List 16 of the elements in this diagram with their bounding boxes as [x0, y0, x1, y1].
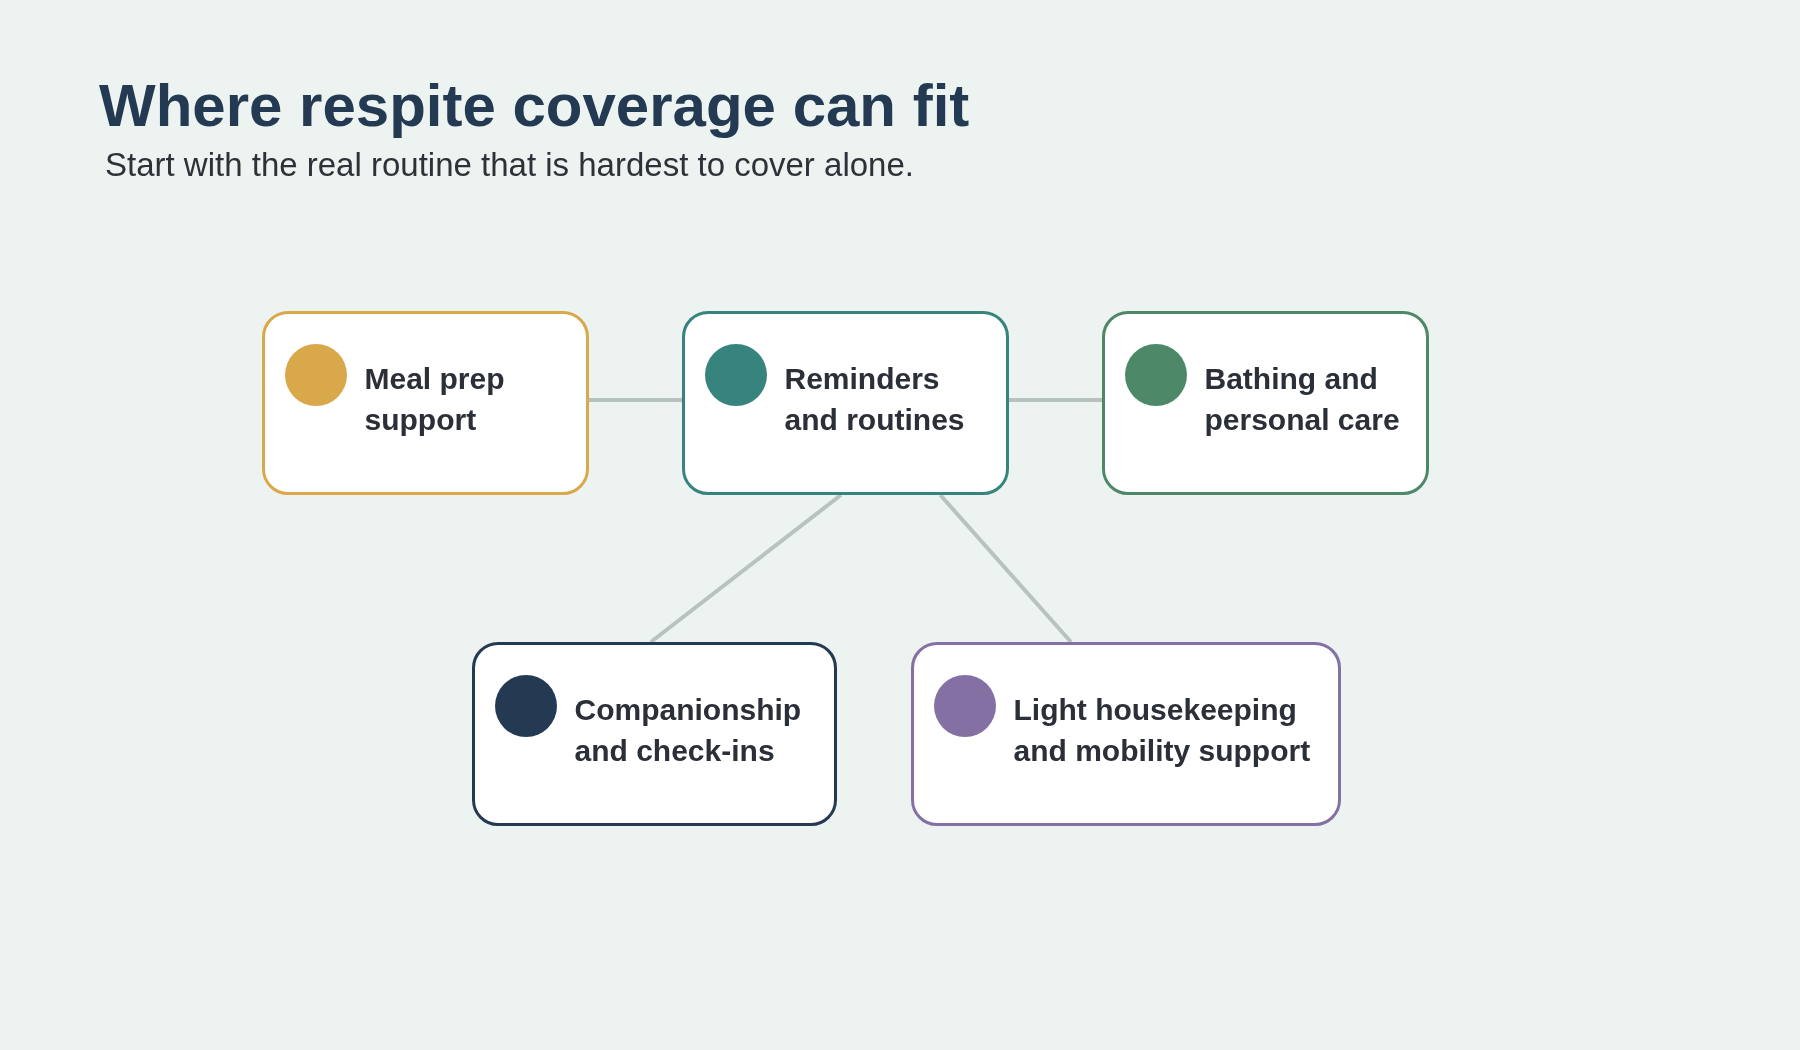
service-card: [262, 311, 589, 495]
connector-line: [1009, 398, 1102, 403]
diagram-title: Where respite coverage can fit: [99, 76, 970, 136]
card-label: Light housekeeping and mobility support: [1013, 692, 1312, 769]
subtitle: Start with the real routine that is hardest to cover alone.: [105, 148, 914, 181]
card-label: Meal prep support: [364, 361, 506, 438]
connector-line: [649, 493, 843, 644]
service-card: [682, 311, 1009, 495]
card-label: Companionship and check-ins: [574, 692, 803, 769]
service-card: [911, 642, 1341, 826]
service-card: [1102, 311, 1429, 495]
card-label: Reminders and routines: [784, 361, 966, 438]
connector-line: [589, 398, 682, 403]
service-card: [472, 642, 837, 826]
connector-line: [938, 493, 1073, 644]
card-label: Bathing and personal care: [1204, 361, 1401, 438]
